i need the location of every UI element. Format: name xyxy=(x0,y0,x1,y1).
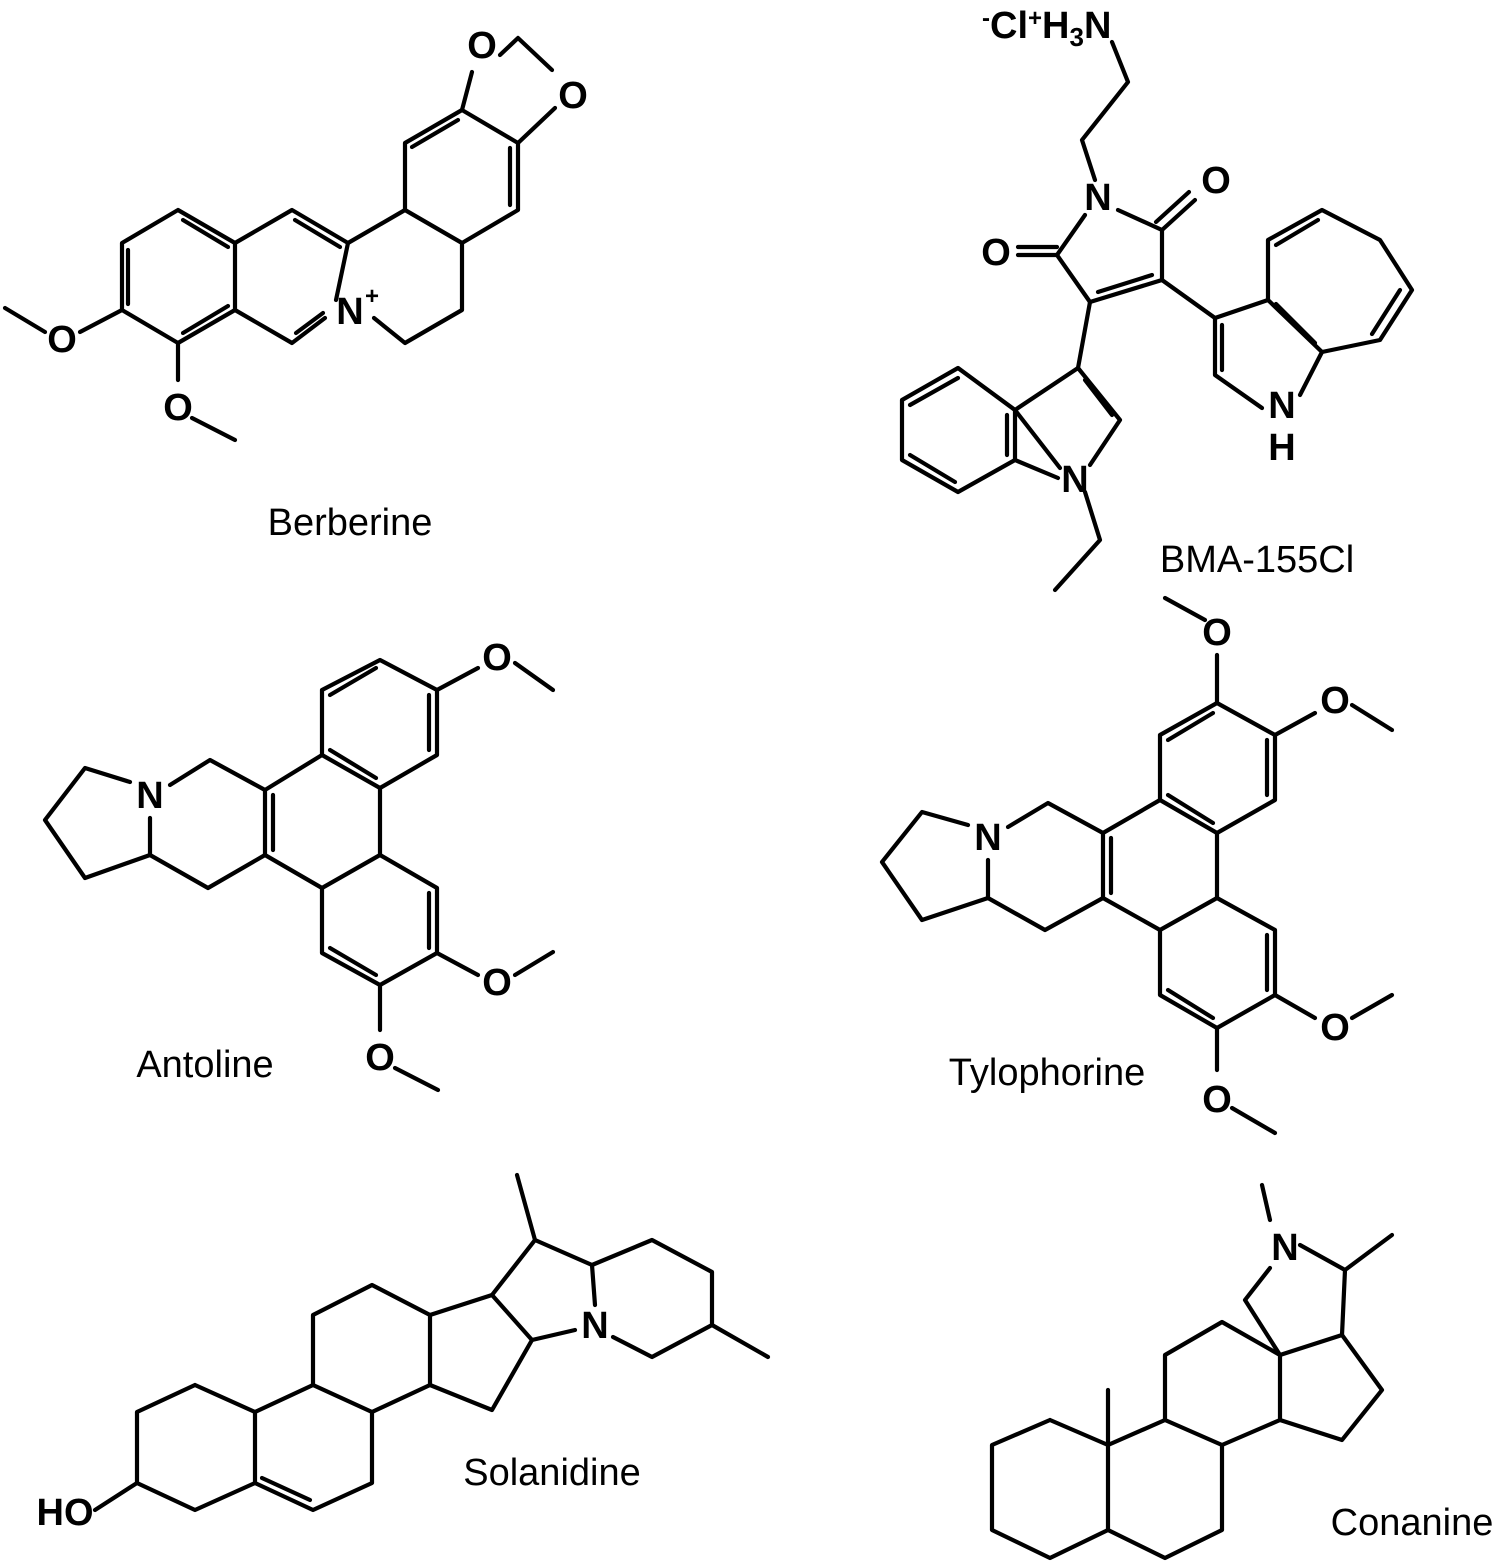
berberine-o-label-1: O xyxy=(47,319,77,361)
solanidine-n-label: N xyxy=(581,1305,608,1347)
tylophorine-caption: Tylophorine xyxy=(949,1052,1145,1094)
berberine-plus-charge: + xyxy=(365,283,379,310)
tylophorine-o-label-2: O xyxy=(1320,680,1350,722)
bma-indole-n-label-1: N xyxy=(1061,459,1088,501)
berberine-o-label-4: O xyxy=(558,75,588,117)
antoline-o-label-2: O xyxy=(482,962,512,1004)
bma-155cl-caption: BMA-155Cl xyxy=(1160,539,1354,581)
conanine-n-label: N xyxy=(1271,1227,1298,1269)
antoline-caption: Antoline xyxy=(136,1044,273,1086)
berberine-o-label-2: O xyxy=(163,387,193,429)
tylophorine-structure: O O O O N Tylophorine xyxy=(879,595,1395,1136)
bma-o-label-1: O xyxy=(981,232,1011,274)
tylophorine-o-label-1: O xyxy=(1202,612,1232,654)
berberine-structure: O O O O N + Berberine xyxy=(2,25,588,544)
solanidine-ho-label: HO xyxy=(37,1492,94,1534)
tylophorine-o-label-3: O xyxy=(1320,1007,1350,1049)
antoline-o-label-3: O xyxy=(365,1037,395,1079)
berberine-caption: Berberine xyxy=(268,502,433,544)
berberine-o-label-3: O xyxy=(467,25,497,67)
solanidine-caption: Solanidine xyxy=(463,1452,640,1494)
bma-o-label-2: O xyxy=(1201,160,1231,202)
bma-indole-h-label: H xyxy=(1268,427,1295,469)
bma-imide-n-label: N xyxy=(1084,177,1111,219)
tylophorine-o-label-4: O xyxy=(1202,1079,1232,1121)
conanine-structure: N Conanine xyxy=(989,1182,1494,1561)
bma-indole-n-label-2: N xyxy=(1268,385,1295,427)
bma-155cl-structure: -Cl+H3N N O O N N H BM xyxy=(899,5,1415,593)
bma-salt-label: -Cl+H3N xyxy=(982,5,1111,52)
berberine-n-label: N xyxy=(336,291,363,333)
antoline-n-label: N xyxy=(136,775,163,817)
antoline-structure: O O O N Antoline xyxy=(42,637,556,1093)
conanine-caption: Conanine xyxy=(1331,1502,1494,1544)
antoline-o-label-1: O xyxy=(482,637,512,679)
solanidine-structure: HO N Solanidine xyxy=(37,1172,771,1534)
tylophorine-n-label: N xyxy=(974,817,1001,859)
